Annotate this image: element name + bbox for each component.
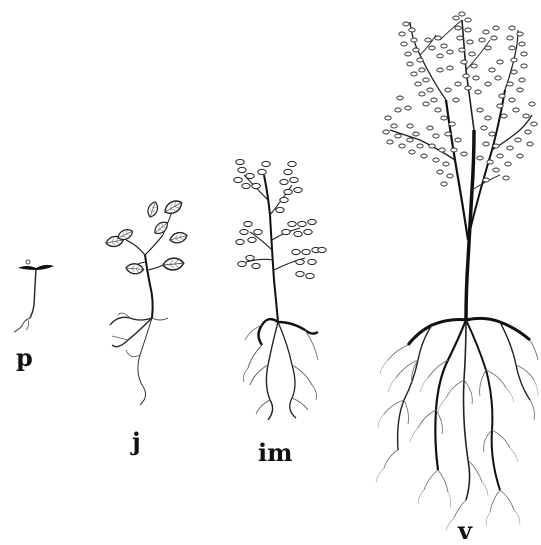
stage-label-v: v (458, 519, 472, 543)
tree-canopy-foliage (383, 12, 537, 186)
mature-tree (376, 12, 538, 530)
juvenile-plant (105, 198, 188, 405)
immature-plant (234, 159, 326, 420)
stage-label-p: p (16, 346, 33, 370)
stage-label-im: im (258, 441, 293, 465)
stage-label-j: j (132, 430, 141, 454)
seedling-plant (14, 260, 54, 332)
